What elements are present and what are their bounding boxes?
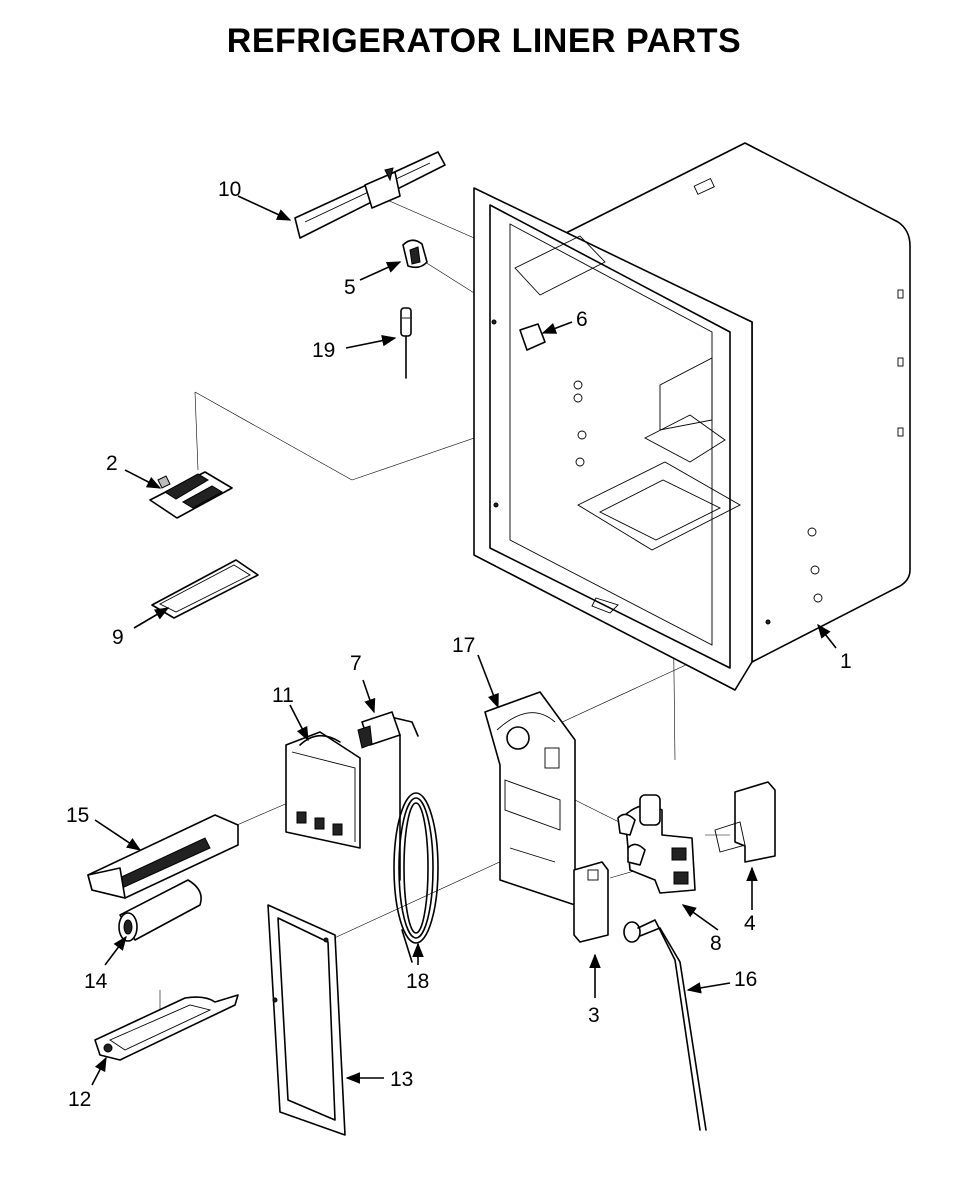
part-9-panel: [151, 559, 259, 619]
callout-18: 18: [406, 970, 429, 993]
callout-11: 11: [272, 684, 294, 707]
part-2-cover: [149, 471, 233, 519]
callout-3: 3: [588, 1004, 600, 1027]
callout-12: 12: [68, 1088, 91, 1111]
part-19-sensor: [400, 307, 412, 379]
part-6-clip: [519, 323, 546, 351]
callout-9: 9: [112, 626, 124, 649]
part-10-bracket: [294, 151, 446, 239]
callout-4: 4: [744, 912, 756, 935]
part-4-cover: [714, 781, 776, 863]
callout-15: 15: [66, 804, 89, 827]
part-15-dispenser: [87, 814, 239, 899]
part-5-knob: [402, 239, 428, 269]
part-13-frame: [267, 904, 346, 1136]
part-14-cylinder: [118, 879, 202, 942]
callout-6: 6: [576, 308, 588, 331]
part-7-solenoid: [357, 711, 419, 749]
part-16-tube: [623, 919, 707, 1131]
callout-16: 16: [734, 968, 757, 991]
part-1-liner: [473, 142, 911, 691]
part-8-water-valve: [617, 794, 696, 894]
callout-5: 5: [344, 276, 356, 299]
callout-19: 19: [312, 339, 335, 362]
part-12-tray: [94, 994, 239, 1061]
part-11-housing: [285, 731, 361, 849]
callout-14: 14: [84, 970, 108, 993]
callout-13: 13: [390, 1068, 413, 1091]
part-18-wire-coil: [393, 734, 439, 963]
page-title: REFRIGERATOR LINER PARTS: [226, 22, 742, 60]
part-3-bracket: [573, 861, 609, 943]
callout-10: 10: [218, 178, 241, 201]
callout-8: 8: [710, 932, 722, 955]
callout-labels: 10 5 6 19 2 9 1 7 17 11 15 4 8 14 18 16 …: [66, 178, 852, 1111]
part-17-plate: [484, 691, 576, 906]
callout-17: 17: [452, 634, 475, 657]
callout-2: 2: [106, 452, 118, 475]
callout-7: 7: [350, 652, 362, 675]
callout-1: 1: [840, 650, 852, 673]
callout-arrows: [91, 195, 837, 1086]
